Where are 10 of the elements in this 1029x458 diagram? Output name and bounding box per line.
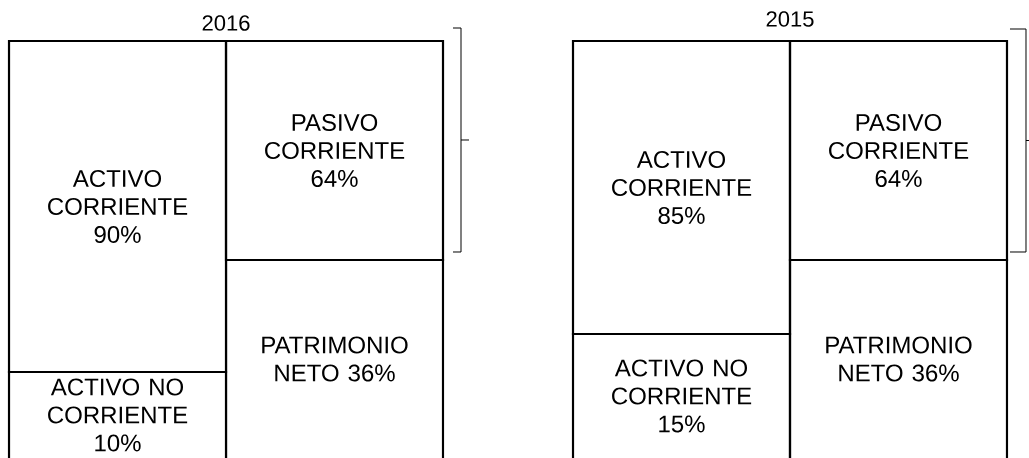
- cell: ACTIVO NO CORRIENTE 15%: [571, 332, 792, 458]
- cell: PATRIMONIO NETO 36%: [788, 258, 1009, 458]
- cell: ACTIVO CORRIENTE 90%: [7, 39, 228, 374]
- cell: ACTIVO CORRIENTE 85%: [571, 39, 792, 336]
- year-label: 2016: [202, 15, 250, 31]
- cell: PASIVO CORRIENTE 64%: [224, 39, 445, 262]
- cell: PATRIMONIO NETO 36%: [224, 258, 445, 458]
- cell: ACTIVO NO CORRIENTE 10%: [7, 370, 228, 458]
- year-label: 2015: [766, 11, 814, 27]
- cell: PASIVO CORRIENTE 64%: [788, 39, 1009, 262]
